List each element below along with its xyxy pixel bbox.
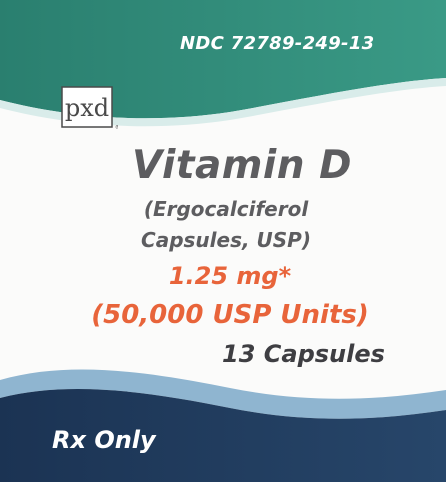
ndc-code: NDC 72789-249-13 — [180, 33, 375, 54]
strength: 1.25 mg* — [168, 262, 292, 290]
product-name: Vitamin D — [131, 143, 353, 188]
pxd-logo-icon: pxd ® — [60, 85, 120, 131]
rx-only-statement: Rx Only — [52, 426, 156, 454]
bottom-wave-light — [0, 369, 446, 419]
description-line-2: Capsules, USP) — [141, 228, 311, 252]
top-wave-highlight — [0, 78, 446, 127]
bottom-wave-band — [0, 389, 446, 482]
strength-units: (50,000 USP Units) — [91, 300, 369, 330]
svg-text:®: ® — [115, 124, 118, 131]
capsule-count: 13 Capsules — [222, 340, 385, 368]
description-line-1: (Ergocalciferol — [143, 197, 309, 221]
svg-text:pxd: pxd — [65, 94, 109, 122]
